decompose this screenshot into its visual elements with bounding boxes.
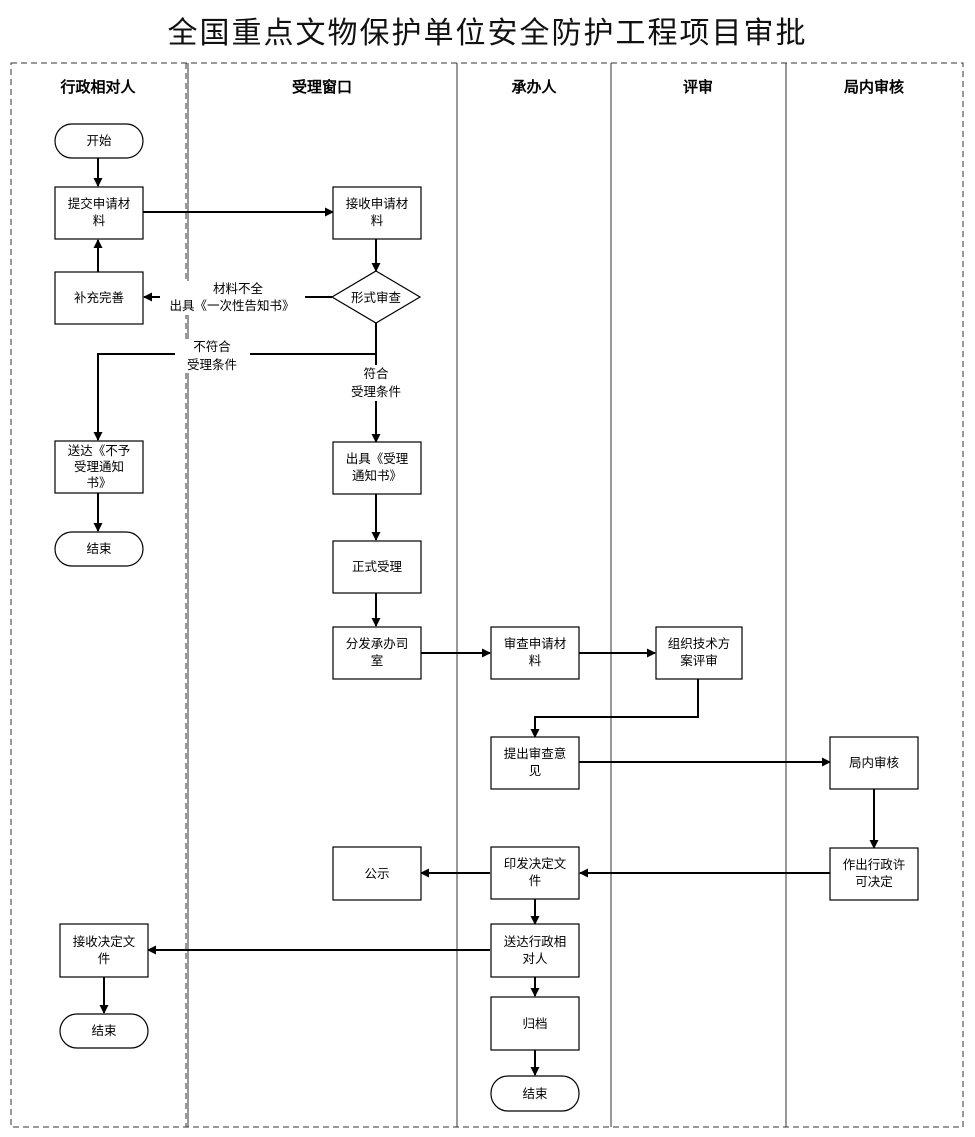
lane-header-applicant: 行政相对人 <box>59 78 136 96</box>
end-node-2: 结束 <box>59 1013 149 1049</box>
review-material-label-2: 料 <box>529 653 542 668</box>
dispatch-label-2: 室 <box>371 653 384 668</box>
receive-doc-label-1: 接收决定文 <box>73 934 136 949</box>
decision-label-2: 可决定 <box>855 874 893 889</box>
edge-label-meet-cond: 受理条件 <box>351 384 401 399</box>
start-label: 开始 <box>86 133 112 148</box>
organize-review-node: 组织技术方 案评审 <box>655 626 743 680</box>
start-node: 开始 <box>54 123 144 159</box>
archive-label: 归档 <box>522 1016 547 1031</box>
review-material-label-1: 审查申请材 <box>504 636 567 651</box>
receive-doc-label-2: 件 <box>98 951 111 966</box>
decision-label-1: 作出行政许 <box>843 857 906 872</box>
reject-label-1: 送达《不予 <box>68 443 131 458</box>
receive-label-2: 料 <box>371 213 384 228</box>
swimlane-frame <box>10 62 964 1128</box>
formal-check-diamond: 形式审查 <box>330 270 422 324</box>
reject-label-2: 受理通知 <box>74 459 124 474</box>
formal-check-label: 形式审查 <box>351 290 402 305</box>
page-title: 全国重点文物保护单位安全防护工程项目审批 <box>167 16 808 51</box>
opinion-label-1: 提出审查意 <box>504 746 567 761</box>
receive-decision-node: 接收决定文 件 <box>59 923 149 978</box>
edge-label-meet: 符合 <box>363 366 389 381</box>
edge-label-bg <box>340 365 414 401</box>
edge-label-not-meet-cond: 受理条件 <box>187 357 237 372</box>
deliver-label-2: 对人 <box>522 951 548 966</box>
dispatch-node: 分发承办司 室 <box>332 626 422 680</box>
reject-notice-node: 送达《不予 受理通知 书》 <box>54 440 144 494</box>
publicize-label: 公示 <box>364 866 389 881</box>
formal-acceptance-node: 正式受理 <box>332 540 422 594</box>
lane-header-window: 受理窗口 <box>292 78 352 96</box>
end3-label: 结束 <box>522 1086 548 1101</box>
deliver-label-1: 送达行政相 <box>504 934 567 949</box>
publicize-node: 公示 <box>332 846 422 901</box>
deliver-node: 送达行政相 对人 <box>490 923 580 978</box>
review-material-node: 审查申请材 料 <box>490 626 580 680</box>
publish-decision-node: 印发决定文 件 <box>490 846 580 900</box>
issue-label-1: 出具《受理 <box>346 451 409 466</box>
lane-header-review: 评审 <box>683 78 713 96</box>
end2-label: 结束 <box>91 1023 117 1038</box>
edge-label-bg <box>160 281 305 315</box>
lane-header-internal: 局内审核 <box>843 78 904 96</box>
accept-label: 正式受理 <box>352 559 403 574</box>
supplement-label: 补充完善 <box>74 290 124 305</box>
dispatch-label-1: 分发承办司 <box>346 636 409 651</box>
publish-label-2: 件 <box>529 873 542 888</box>
submit-label-1: 提交申请材 <box>68 196 131 211</box>
submit-label-2: 料 <box>93 213 106 228</box>
receive-label-1: 接收申请材 <box>346 196 409 211</box>
issue-label-2: 通知书》 <box>352 468 402 483</box>
reject-label-3: 书》 <box>86 475 111 490</box>
lane-header-handler: 承办人 <box>511 78 557 96</box>
submit-application-node: 提交申请材 料 <box>54 186 144 240</box>
decision-node: 作出行政许 可决定 <box>829 847 919 901</box>
opinion-label-2: 见 <box>529 763 542 778</box>
receive-application-node: 接收申请材 料 <box>332 186 422 240</box>
opinion-node: 提出审查意 见 <box>490 736 580 790</box>
archive-node: 归档 <box>490 996 580 1051</box>
internal-review-label: 局内审核 <box>849 755 900 770</box>
organize-label-2: 案评审 <box>680 653 718 668</box>
edge-organize-opinion <box>530 679 699 738</box>
end-node-3: 结束 <box>490 1075 580 1112</box>
supplement-node: 补充完善 <box>54 271 144 325</box>
end1-label: 结束 <box>86 541 112 556</box>
end-node-1: 结束 <box>54 531 144 567</box>
edge-label-incomplete-notice: 出具《一次性告知书》 <box>169 298 294 313</box>
internal-review-node: 局内审核 <box>829 736 919 790</box>
edge-label-bg <box>175 339 250 373</box>
edge-label-incomplete: 材料不全 <box>213 281 264 296</box>
organize-label-1: 组织技术方 <box>668 636 731 651</box>
edge-label-not-meet: 不符合 <box>193 339 231 354</box>
issue-acceptance-node: 出具《受理 通知书》 <box>332 441 422 495</box>
publish-label-1: 印发决定文 <box>504 856 567 871</box>
